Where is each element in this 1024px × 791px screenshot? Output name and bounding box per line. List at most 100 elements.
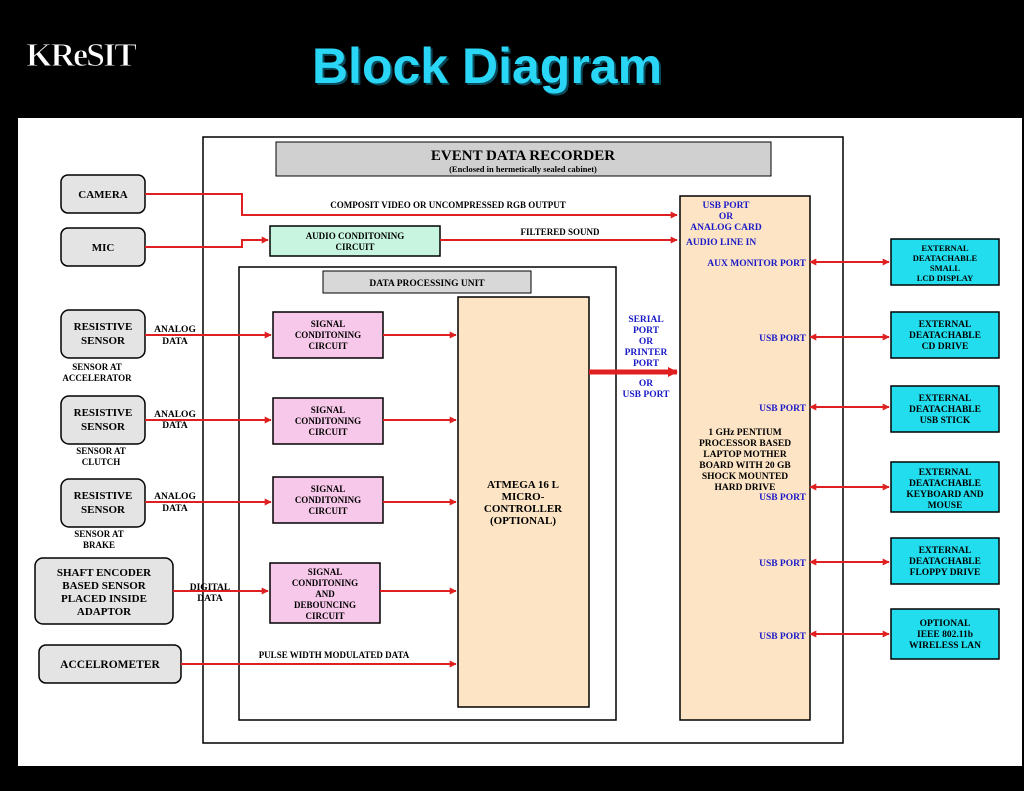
sensor-line: SENSOR	[81, 504, 126, 516]
svg-text:HARD DRIVE: HARD DRIVE	[715, 483, 776, 493]
svg-text:DEATACHABLE: DEATACHABLE	[909, 405, 981, 415]
svg-text:DATA: DATA	[197, 594, 223, 604]
svg-text:FLOPPY DRIVE: FLOPPY DRIVE	[910, 568, 981, 578]
shaft-line: SHAFT ENCODER	[57, 567, 152, 579]
svg-text:SIGNAL: SIGNAL	[311, 319, 346, 329]
peripheral-keyboard-mouse: EXTERNAL DEATACHABLE KEYBOARD AND MOUSE	[890, 461, 1000, 513]
svg-text:ANALOG: ANALOG	[154, 325, 196, 335]
svg-text:DATA: DATA	[162, 337, 188, 347]
peripheral-lcd-display: EXTERNAL DEATACHABLE SMALL LCD DISPLAY	[890, 238, 1000, 286]
svg-text:PORT: PORT	[633, 359, 660, 369]
svg-text:LAPTOP MOTHER: LAPTOP MOTHER	[703, 450, 787, 460]
dpu-header	[322, 270, 532, 294]
sensor-line: SENSOR	[81, 421, 126, 433]
svg-text:KEYBOARD AND: KEYBOARD AND	[906, 490, 983, 500]
svg-text:OPTIONAL: OPTIONAL	[920, 619, 971, 629]
logo-text: KReSIT	[26, 37, 137, 72]
svg-text:AND: AND	[315, 589, 335, 599]
dpu-enclosure	[238, 266, 617, 721]
svg-text:USB PORT: USB PORT	[623, 390, 671, 400]
svg-text:DATA: DATA	[162, 504, 188, 514]
signal-conditioning-3: SIGNAL CONDITONING CIRCUIT	[272, 476, 384, 524]
svg-text:CD DRIVE: CD DRIVE	[922, 342, 969, 352]
svg-text:EXTERNAL: EXTERNAL	[919, 394, 972, 404]
resistive-sensor-clutch: RESISTIVE SENSOR	[60, 395, 146, 445]
svg-text:SIGNAL: SIGNAL	[311, 405, 346, 415]
usb-port-label: USB PORT	[759, 404, 807, 414]
svg-text:SIGNAL: SIGNAL	[311, 484, 346, 494]
svg-text:WIRELESS LAN: WIRELESS LAN	[909, 641, 981, 651]
audio-circuit-line: AUDIO CONDITONING	[306, 231, 405, 241]
sensor-caption: ACCELERATOR	[62, 373, 132, 383]
svg-text:LCD DISPLAY: LCD DISPLAY	[917, 273, 974, 283]
peripheral-wireless-lan: OPTIONAL IEEE 802.11b WIRELESS LAN	[890, 608, 1000, 660]
mic-label: MIC	[92, 242, 115, 254]
recorder-subtitle: (Enclosed in hermetically sealed cabinet…	[449, 164, 597, 174]
camera-arrow	[145, 193, 678, 219]
usb-port-label: USB PORT	[759, 493, 807, 503]
recorder-enclosure	[202, 136, 844, 744]
peripheral-floppy-drive: EXTERNAL DEATACHABLE FLOPPY DRIVE	[890, 537, 1000, 585]
svg-text:DEATACHABLE: DEATACHABLE	[909, 331, 981, 341]
shaft-line: PLACED INSIDE	[61, 593, 147, 605]
svg-text:CONDITONING: CONDITONING	[295, 330, 361, 340]
svg-text:IEEE 802.11b: IEEE 802.11b	[917, 630, 973, 640]
svg-text:CONTROLLER: CONTROLLER	[484, 503, 563, 515]
usb-port-label: USB PORT	[759, 632, 807, 642]
accelerometer-label: ACCELROMETER	[60, 659, 160, 671]
signal-conditioning-1: SIGNAL CONDITONING CIRCUIT	[272, 311, 384, 359]
svg-text:DEATACHABLE: DEATACHABLE	[913, 253, 978, 263]
aux-monitor-port-label: AUX MONITOR PORT	[707, 259, 806, 269]
svg-text:EXTERNAL: EXTERNAL	[919, 468, 972, 478]
microcontroller-box	[457, 296, 590, 708]
svg-text:ATMEGA 16 L: ATMEGA 16 L	[487, 479, 559, 491]
page-title: Block Diagram	[311, 38, 663, 94]
svg-text:DEATACHABLE: DEATACHABLE	[909, 557, 981, 567]
svg-text:DEBOUNCING: DEBOUNCING	[294, 600, 356, 610]
svg-text:BOARD WITH 20 GB: BOARD WITH 20 GB	[699, 461, 791, 471]
shaft-line: BASED SENSOR	[62, 580, 147, 592]
resistive-sensor-accelerator: RESISTIVE SENSOR	[60, 309, 146, 359]
svg-text:PORT: PORT	[633, 326, 660, 336]
svg-text:CONDITONING: CONDITONING	[295, 495, 361, 505]
svg-text:USB STICK: USB STICK	[920, 416, 971, 426]
sensor-caption: BRAKE	[83, 540, 115, 550]
sensor-caption: SENSOR AT	[72, 362, 122, 372]
recorder-header	[275, 141, 772, 177]
shaft-line: ADAPTOR	[77, 606, 132, 618]
svg-text:DEATACHABLE: DEATACHABLE	[909, 479, 981, 489]
svg-text:ANALOG: ANALOG	[154, 410, 196, 420]
svg-text:CIRCUIT: CIRCUIT	[308, 506, 347, 516]
svg-text:1 GHz PENTIUM: 1 GHz PENTIUM	[708, 428, 781, 438]
svg-text:SIGNAL: SIGNAL	[308, 567, 343, 577]
peripheral-usb-stick: EXTERNAL DEATACHABLE USB STICK	[890, 385, 1000, 433]
svg-text:CIRCUIT: CIRCUIT	[305, 611, 344, 621]
usb-port-label: USB PORT	[759, 559, 807, 569]
sensor-line: RESISTIVE	[74, 490, 133, 502]
svg-text:EXTERNAL: EXTERNAL	[919, 546, 972, 556]
sound-signal-label: FILTERED SOUND	[521, 227, 600, 237]
kresit-logo: KReSIT	[26, 37, 140, 73]
svg-text:PRINTER: PRINTER	[625, 348, 668, 358]
svg-text:OR: OR	[639, 379, 653, 389]
svg-text:CONDITONING: CONDITONING	[292, 578, 358, 588]
sensor-line: RESISTIVE	[74, 407, 133, 419]
svg-text:SHOCK MOUNTED: SHOCK MOUNTED	[702, 472, 788, 482]
svg-text:MICRO-: MICRO-	[502, 491, 545, 503]
svg-text:CONDITONING: CONDITONING	[295, 416, 361, 426]
laptop-board-box	[679, 195, 811, 721]
svg-text:EXTERNAL: EXTERNAL	[921, 243, 969, 253]
video-signal-label: COMPOSIT VIDEO OR UNCOMPRESSED RGB OUTPU…	[330, 200, 565, 210]
sensor-caption: SENSOR AT	[76, 446, 126, 456]
svg-text:MOUSE: MOUSE	[928, 501, 963, 511]
sensor-caption: SENSOR AT	[74, 529, 124, 539]
connection-arrows	[145, 193, 890, 668]
svg-text:OR: OR	[719, 212, 733, 222]
usb-port-label: USB PORT	[759, 334, 807, 344]
resistive-sensor-brake: RESISTIVE SENSOR	[60, 478, 146, 528]
svg-text:ANALOG: ANALOG	[154, 492, 196, 502]
svg-text:DATA: DATA	[162, 421, 188, 431]
svg-text:EXTERNAL: EXTERNAL	[919, 320, 972, 330]
recorder-title: EVENT DATA RECORDER	[431, 148, 615, 164]
